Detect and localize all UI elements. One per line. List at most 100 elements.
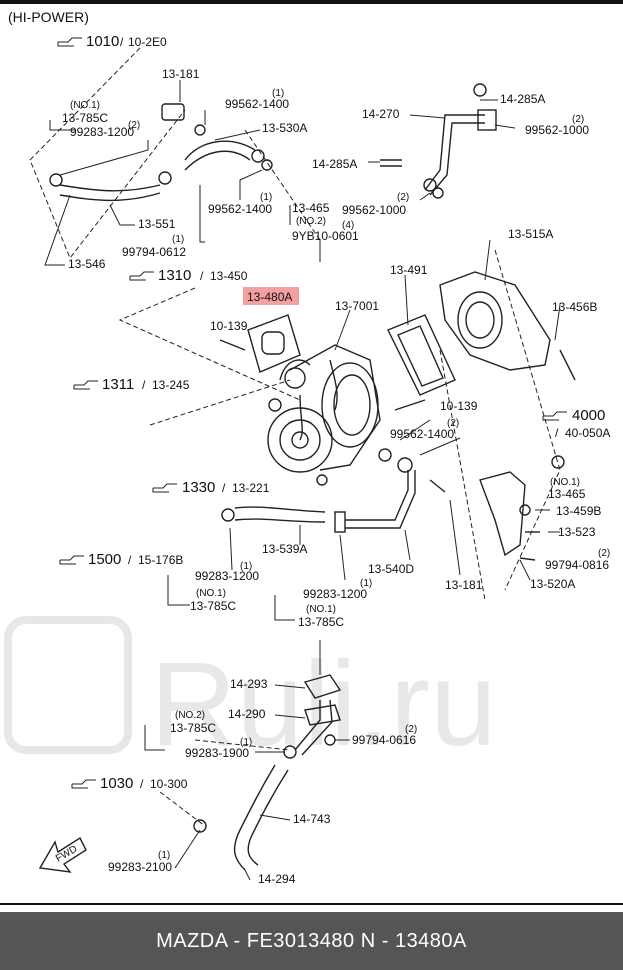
part-number-label: 13-181	[162, 67, 200, 81]
water-pipe-14-290[interactable]	[283, 674, 342, 759]
svg-text:/: /	[120, 35, 124, 49]
part-number-label: (NO.1)	[550, 477, 580, 488]
part-number-label: 99562-1000	[342, 203, 406, 217]
ref-1310[interactable]: 1310 / 13-450	[129, 267, 248, 284]
part-number-label: 13-551	[138, 217, 176, 231]
highlight-13-480A	[243, 287, 299, 305]
part-number-label: 10-139	[440, 399, 478, 413]
part-number-footer: MAZDA - FE3013480 N - 13480A	[0, 912, 623, 970]
part-number-label: (2)	[405, 724, 417, 735]
ref-main: 1310	[158, 267, 191, 284]
part-number-label: FWD	[54, 844, 79, 865]
part-number-label: 13-785C	[62, 111, 108, 125]
svg-text:/: /	[142, 378, 146, 392]
part-number-label: 99562-1400	[208, 202, 272, 216]
ref-sub: 10-300	[150, 777, 188, 791]
part-number-label: 99562-1000	[525, 123, 589, 137]
part-number-label: (NO.1)	[70, 100, 100, 111]
part-number-label: 99283-1200	[70, 125, 134, 139]
part-number-label: 13-515A	[508, 227, 553, 241]
part-number-label: 14-293	[230, 677, 268, 691]
part-number-label: (4)	[342, 220, 354, 231]
part-number-label: 99283-1900	[185, 746, 249, 760]
part-number-label: 13-530A	[262, 121, 307, 135]
part-number-label: 10-139	[210, 319, 248, 333]
ref-sub: 15-176B	[138, 553, 183, 567]
part-number-label: (2)	[447, 418, 459, 429]
pointing-hand-icon	[152, 483, 177, 493]
part-number-label: 14-294	[258, 872, 296, 886]
part-number-label: (1)	[172, 234, 184, 245]
part-number-label: 14-270	[362, 107, 400, 121]
hose-14-743[interactable]	[193, 764, 289, 871]
part-labels: 13-181 (1) 99562-1400 (NO.1) 13-785C (2)…	[62, 67, 610, 886]
ref-sub: 10-2E0	[128, 35, 167, 49]
gasket-13-491[interactable]	[387, 314, 456, 396]
part-number-label: 13-785C	[190, 599, 236, 613]
ref-main: 1500	[88, 551, 121, 568]
part-number-label: 99794-0616	[352, 733, 416, 747]
part-number-label: 13-539A	[262, 542, 307, 556]
part-number-label: 14-290	[228, 707, 266, 721]
part-number-label: 13-181	[445, 578, 483, 592]
svg-text:/: /	[555, 426, 559, 440]
watermark: Ruli.ru	[4, 616, 497, 771]
svg-text:/: /	[128, 553, 132, 567]
variant-title: (HI-POWER)	[8, 9, 89, 25]
leader-lines	[44, 80, 561, 881]
part-number-label: (1)	[158, 850, 170, 861]
part-number-label: 99283-2100	[108, 860, 172, 874]
ref-1030[interactable]: 1030 / 10-300	[71, 775, 188, 792]
part-number-label: 99283-1200	[195, 569, 259, 583]
top-border	[0, 0, 623, 4]
ref-main: 1030	[100, 775, 133, 792]
part-number-label: 13-785C	[170, 721, 216, 735]
part-number-label: 13-456B	[552, 300, 597, 314]
gasket-13-480A[interactable]	[219, 314, 301, 373]
part-number-label: 99562-1400	[225, 97, 289, 111]
ref-1010[interactable]: 1010 / 10-2E0	[57, 33, 167, 50]
part-number-label: (2)	[598, 548, 610, 559]
ref-main: 1010	[86, 33, 119, 50]
svg-text:/: /	[222, 481, 226, 495]
hose-13-539A[interactable]	[221, 506, 326, 523]
part-number-label: 13-480A	[247, 290, 292, 304]
part-number-label: 13-546	[68, 257, 106, 271]
part-number-label: 13-465	[548, 487, 586, 501]
oil-pipe-13-540D[interactable]	[334, 448, 416, 533]
part-number-label: (1)	[272, 88, 284, 99]
exhaust-outlet-13-515A[interactable]	[439, 271, 576, 381]
part-number-label: 14-285A	[312, 157, 357, 171]
part-number-label: (1)	[260, 192, 272, 203]
ref-1311[interactable]: 1311 / 13-245	[73, 376, 190, 393]
ref-1500[interactable]: 1500 / 15-176B	[59, 551, 183, 568]
turbocharger-13-7001[interactable]	[267, 344, 381, 486]
part-number-label: (NO.1)	[306, 604, 336, 615]
pointing-hand-icon	[71, 779, 96, 789]
part-number-label: (2)	[572, 114, 584, 125]
svg-text:/: /	[200, 269, 204, 283]
water-pipe-upper[interactable]	[380, 83, 497, 199]
ref-sub: 13-221	[232, 481, 270, 495]
part-number-label: (NO.1)	[196, 588, 226, 599]
ref-main: 1311	[102, 376, 134, 393]
ref-1330[interactable]: 1330 / 13-221	[152, 479, 270, 496]
part-number-label: 13-523	[558, 525, 596, 539]
part-number-label: 99283-1200	[303, 587, 367, 601]
part-number-label: (2)	[128, 120, 140, 131]
part-number-label: (1)	[360, 578, 372, 589]
part-number-label: 99794-0612	[122, 245, 186, 259]
part-number-label: 13-785C	[298, 615, 344, 629]
watermark-text: Ruli.ru	[150, 637, 497, 771]
oil-return-pipe[interactable]	[49, 171, 172, 202]
bracket-13-520A[interactable]	[479, 455, 565, 561]
oil-feed-pipe[interactable]	[161, 103, 273, 171]
part-number-label: 14-743	[293, 812, 331, 826]
ref-main: 1330	[182, 479, 215, 496]
pointing-hand-icon	[542, 411, 567, 421]
ref-sub: 40-050A	[565, 426, 610, 440]
part-number-label: (1)	[240, 737, 252, 748]
ref-4000[interactable]: 4000 / 40-050A	[542, 407, 610, 440]
part-number-label: 13-540D	[368, 562, 414, 576]
ref-sub: 13-245	[152, 378, 190, 392]
